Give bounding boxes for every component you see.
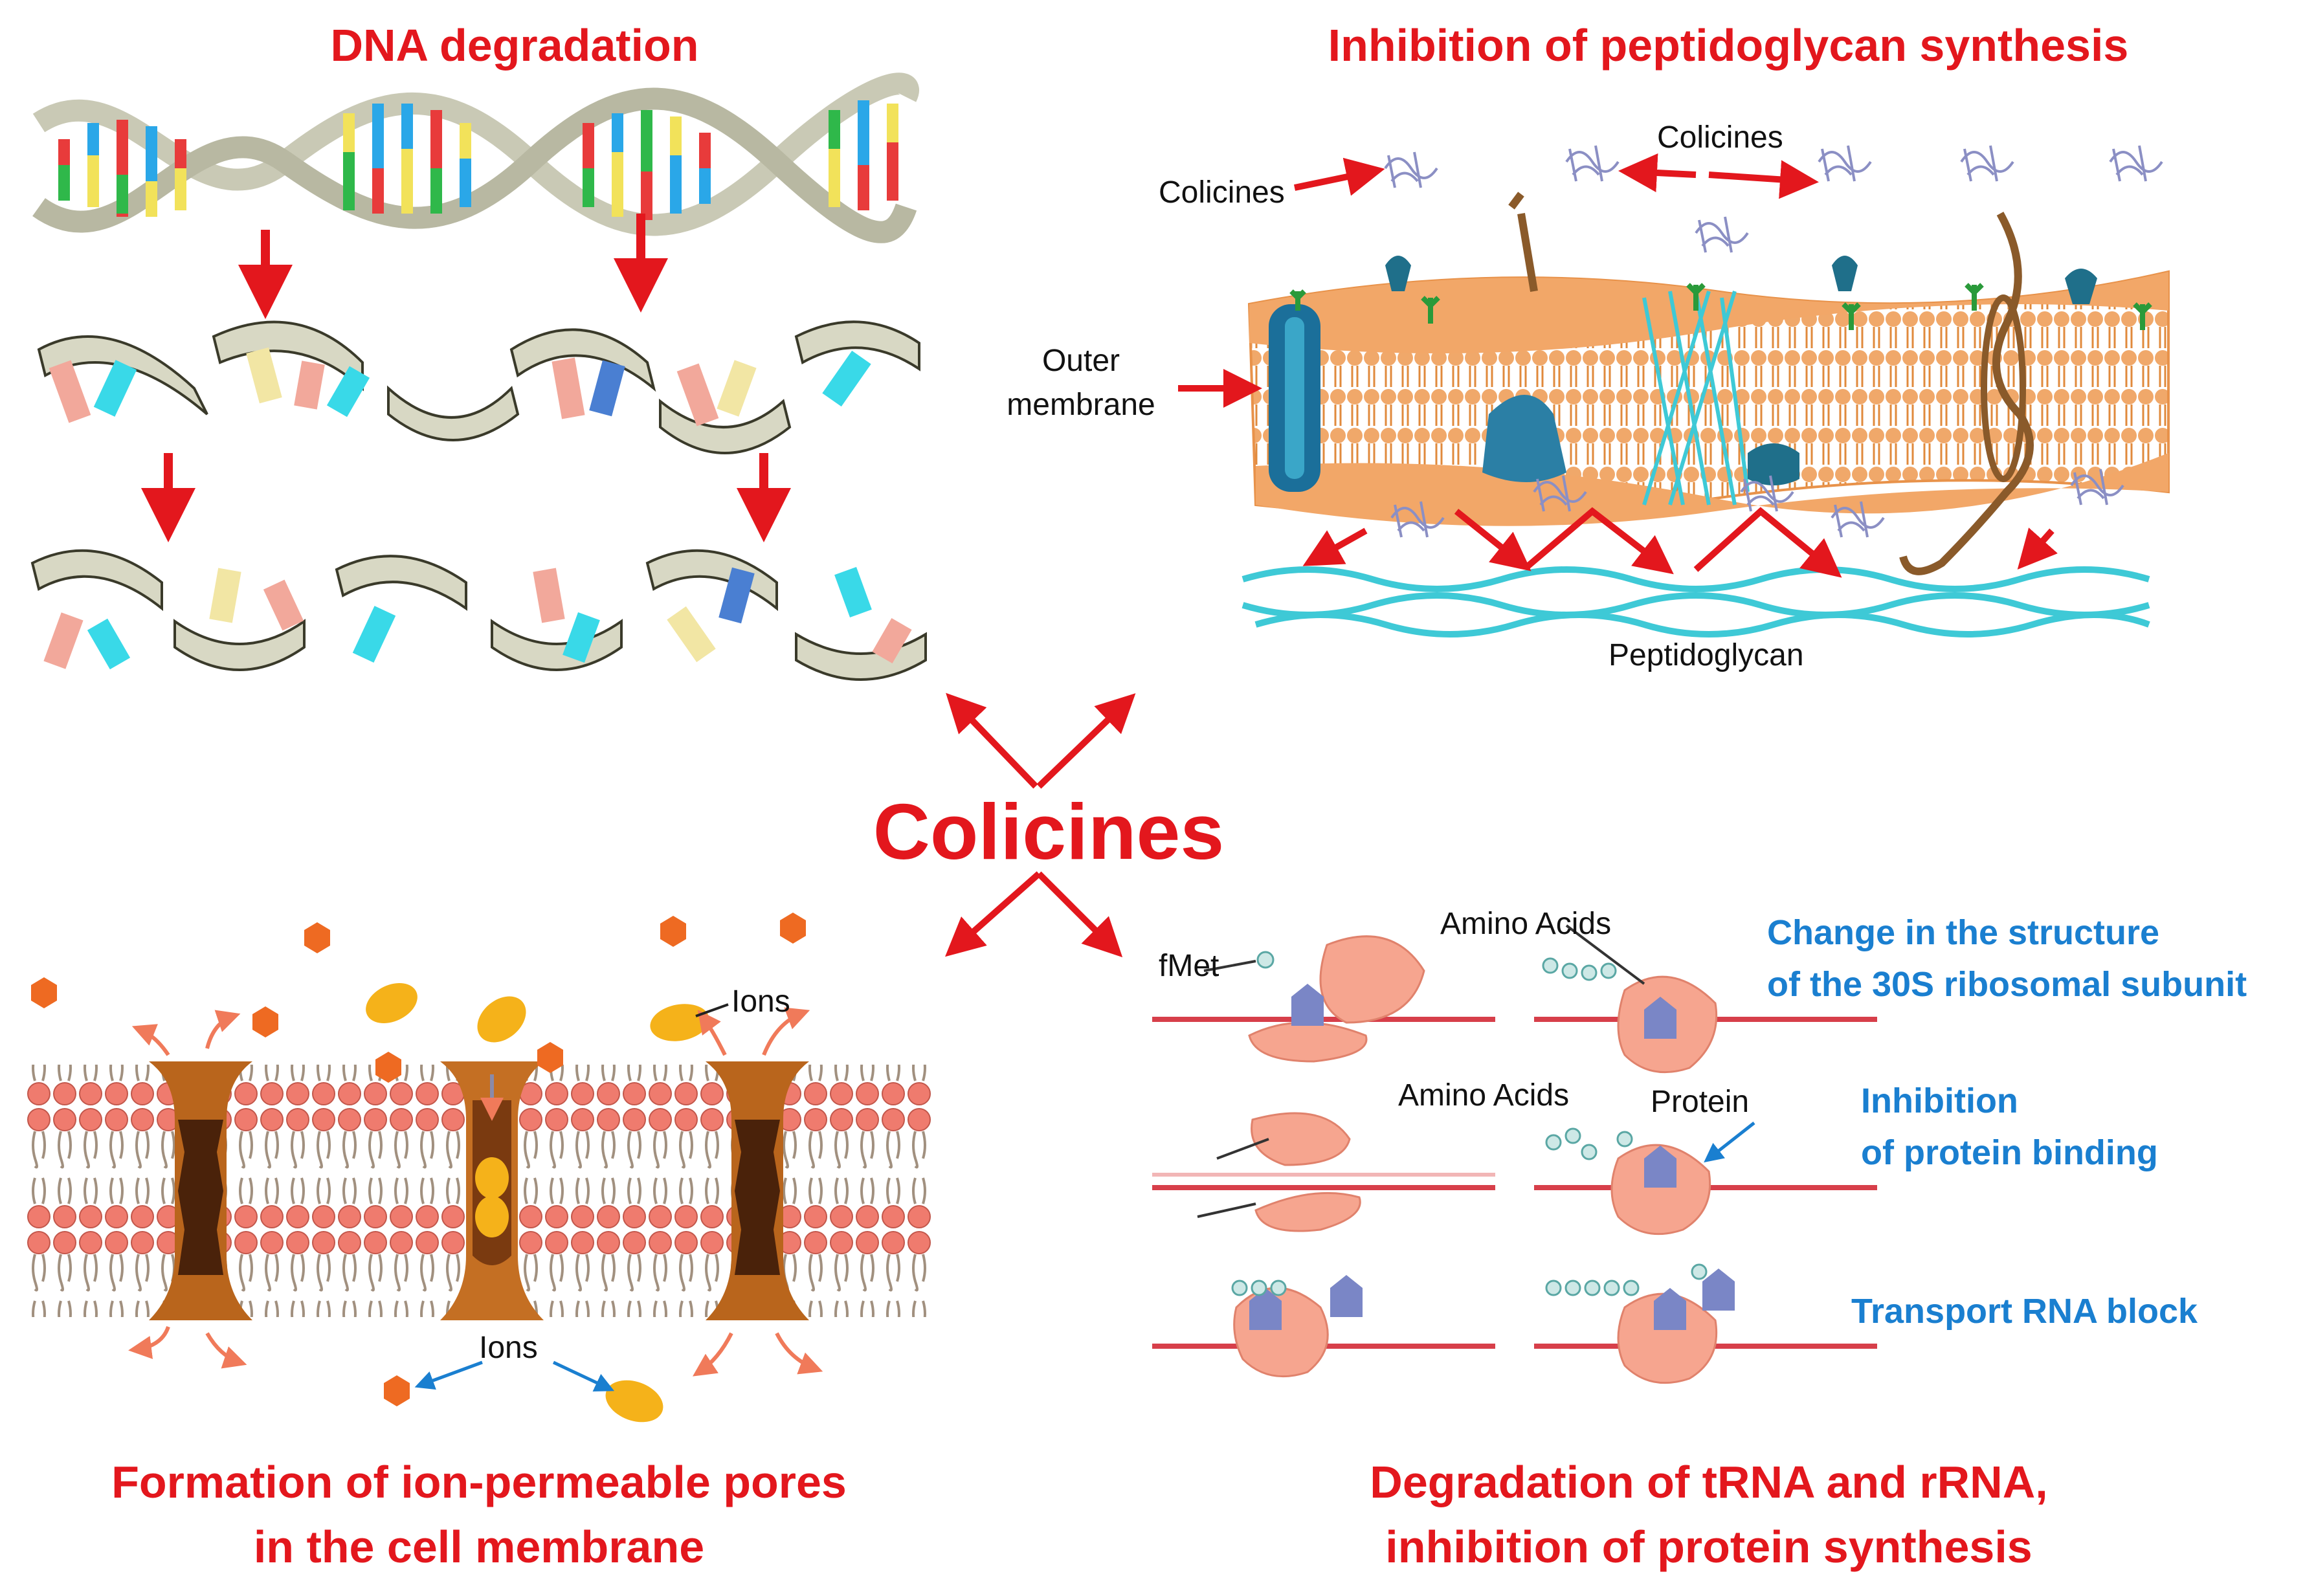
ions-label-bottom: Ions — [479, 1331, 538, 1365]
inhibition-label-line1: Inhibition — [1861, 1081, 2018, 1120]
ion-channel-icon — [26, 913, 932, 1423]
fmet-label: fMet — [1159, 949, 1219, 983]
transport-rna-block-label: Transport RNA block — [1851, 1292, 2198, 1331]
dna-degradation-title: DNA degradation — [330, 20, 699, 71]
change-structure-label-line2: of the 30S ribosomal subunit — [1767, 965, 2247, 1004]
protein-synthesis-title-line2: inhibition of protein synthesis — [1385, 1522, 2032, 1572]
protein-label: Protein — [1651, 1085, 1750, 1119]
peptidoglycan-layer — [1242, 566, 2150, 637]
colicines-label-left: Colicines — [1159, 175, 1285, 210]
outer-membrane-label-line1: Outer — [1041, 344, 1120, 378]
colicin-molecule-icon — [1384, 145, 2163, 538]
protein-synthesis-title-line1: Degradation of tRNA and rRNA, — [1370, 1457, 2048, 1507]
amino-acids-label-1: Amino Acids — [1440, 907, 1612, 941]
peptidoglycan-title: Inhibition of peptidoglycan synthesis — [1328, 20, 2129, 71]
peptidoglycan-arrows — [1178, 153, 2058, 578]
change-structure-label-line1: Change in the structure — [1767, 913, 2160, 952]
colicines-center-title: Colicines — [873, 788, 1225, 876]
dna-helix-icon — [30, 72, 927, 681]
ions-label-top: Ions — [731, 984, 790, 1019]
ribosome-icon — [1152, 924, 1877, 1384]
amino-acids-label-2: Amino Acids — [1398, 1078, 1570, 1113]
pores-title-line2: in the cell membrane — [253, 1522, 705, 1572]
pores-title-line1: Formation of ion-permeable pores — [111, 1457, 847, 1507]
outer-membrane-illustration — [1247, 192, 2170, 575]
peptidoglycan-label: Peptidoglycan — [1609, 638, 1804, 672]
colicines-label-top: Colicines — [1657, 120, 1783, 155]
outer-membrane-label-line2: membrane — [1007, 388, 1155, 422]
inhibition-label-line2: of protein binding — [1861, 1133, 2158, 1172]
center-arrows — [945, 693, 1136, 958]
